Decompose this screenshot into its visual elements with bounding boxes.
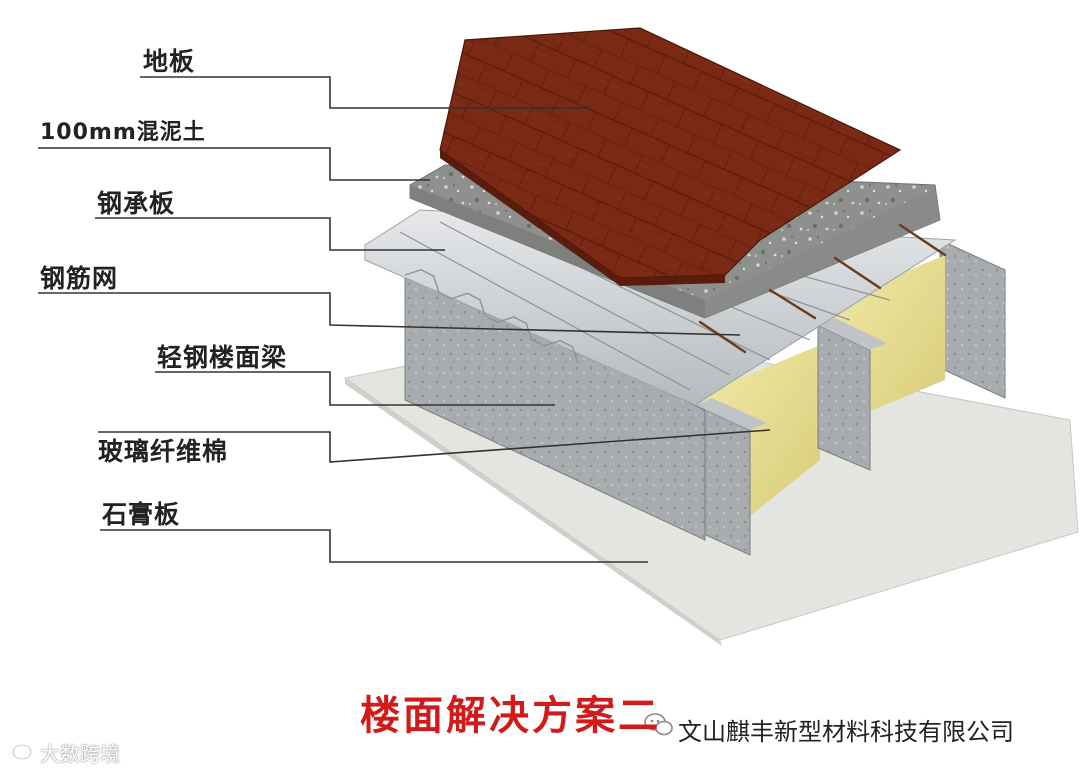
layer-label-joist: 轻钢楼面梁 (157, 343, 288, 372)
layer-label-steel-deck: 钢承板 (97, 189, 176, 218)
joist-middle (817, 324, 871, 471)
layer-label-floorboard: 地板 (143, 47, 196, 76)
leader-line-rebar-mesh (38, 292, 741, 336)
company-name: 文山麒丰新型材料科技有限公司 (678, 718, 1014, 746)
leader-line-concrete (38, 147, 430, 181)
layer-label-gypsum-board: 石膏板 (102, 500, 181, 529)
diagram-caption: 楼面解决方案二 (360, 692, 661, 739)
layer-label-rebar-mesh: 钢筋网 (40, 264, 119, 293)
leader-line-joist (155, 371, 555, 406)
leader-line-glass-wool (98, 429, 771, 463)
rebar-mesh-shape (698, 223, 947, 354)
joist-back (939, 239, 1006, 399)
layer-label-glass-wool: 玻璃纤维棉 (98, 437, 229, 466)
wechat-icon (644, 713, 673, 736)
leader-lines (38, 76, 771, 563)
leader-line-steel-deck (95, 217, 445, 251)
leader-line-gypsum-board (100, 529, 648, 563)
watermark-text: 大数跨境 (40, 742, 120, 766)
weibo-icon (12, 741, 37, 760)
layer-label-concrete: 100mm混泥土 (40, 120, 206, 145)
leader-line-floorboard (140, 76, 590, 109)
